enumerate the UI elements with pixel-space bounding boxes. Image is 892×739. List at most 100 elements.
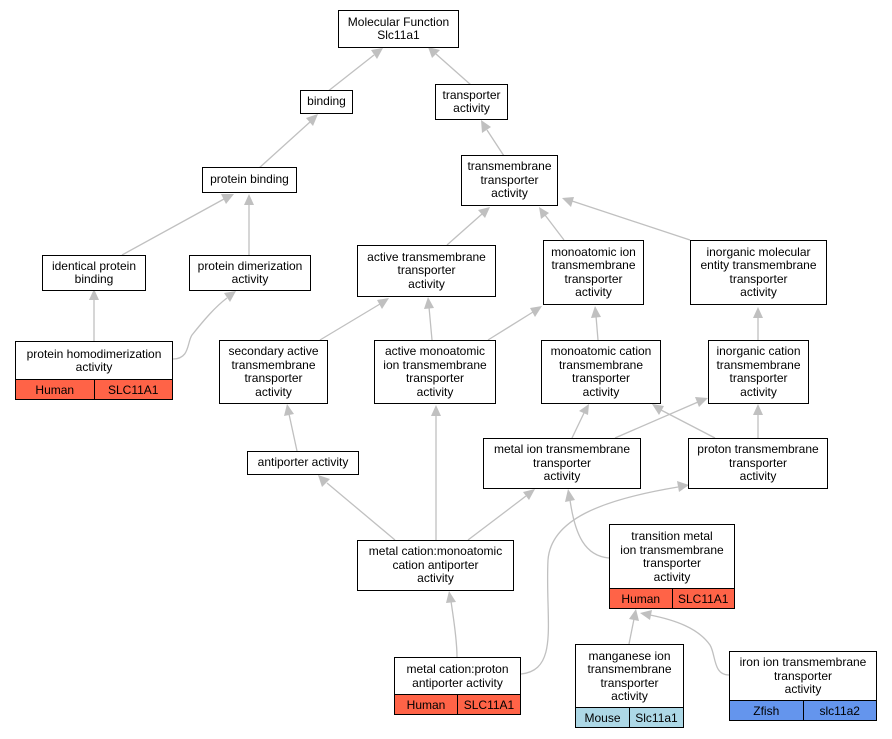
- node-transporter-activity[interactable]: transporter activity: [435, 84, 508, 120]
- edge-mcp-antiporter-to-proton: [520, 486, 679, 675]
- node-label: active monoatomic ion transmembrane tran…: [383, 344, 487, 399]
- edge-active-tm-to-tm-transporter: [446, 213, 483, 246]
- edge-arrowhead: [224, 291, 236, 302]
- edge-arrowhead: [565, 489, 575, 502]
- species-tag: Human: [395, 695, 457, 714]
- edge-proton-to-monoatomic-cation: [660, 409, 716, 439]
- species-tag: Human: [16, 380, 94, 399]
- node-label: manganese ion transmembrane transporter …: [587, 648, 672, 703]
- edge-transition-metal-to-metal-ion: [569, 499, 610, 559]
- gene-tag: SLC11A1: [671, 589, 734, 608]
- species-tag: Zfish: [730, 701, 803, 720]
- edge-arrowhead: [523, 489, 535, 500]
- node-label: protein binding: [210, 172, 289, 187]
- edge-arrowhead: [89, 289, 99, 300]
- edge-protein-binding-to-binding: [257, 121, 311, 170]
- edge-arrowhead: [481, 120, 491, 133]
- edge-arrowhead: [446, 591, 456, 603]
- edge-arrowhead: [695, 397, 708, 407]
- edge-arrowhead: [677, 481, 689, 492]
- edge-arrowhead: [424, 297, 434, 309]
- node-active-monoatomic-ion[interactable]: active monoatomic ion transmembrane tran…: [374, 340, 496, 404]
- node-binding[interactable]: binding: [300, 90, 353, 114]
- node-label: binding: [307, 94, 346, 109]
- edge-arrowhead: [371, 48, 383, 59]
- node-label: Molecular Function Slc11a1: [347, 14, 450, 42]
- node-protein-dimerization[interactable]: protein dimerization activity: [189, 255, 311, 291]
- node-active-transmembrane[interactable]: active transmembrane transporter activit…: [357, 245, 496, 297]
- node-metal-cation-monoatomic-antiporter[interactable]: metal cation:monoatomic cation antiporte…: [357, 540, 514, 591]
- node-label: iron ion transmembrane transporter activ…: [739, 655, 867, 697]
- node-protein-homodimerization[interactable]: protein homodimerization activity Human …: [15, 341, 173, 400]
- annotation-row: Zfish slc11a2: [730, 700, 876, 720]
- edge-antiporter-to-secondary: [288, 413, 298, 452]
- node-inorganic-molecular-entity[interactable]: inorganic molecular entity transmembrane…: [690, 240, 827, 305]
- node-monoatomic-cation[interactable]: monoatomic cation transmembrane transpor…: [541, 340, 661, 404]
- node-monoatomic-ion-transmembrane[interactable]: monoatomic ion transmembrane transporter…: [543, 240, 644, 305]
- edge-arrowhead: [478, 207, 490, 218]
- edge-arrowhead: [629, 609, 639, 621]
- edge-metal-ion-to-inorganic-cation: [614, 401, 699, 439]
- node-transition-metal-ion[interactable]: transition metal ion transmembrane trans…: [609, 524, 735, 609]
- node-label: metal cation:proton antiporter activity: [406, 662, 509, 690]
- edge-arrowhead: [753, 307, 763, 318]
- edge-arrowhead: [539, 207, 549, 219]
- node-antiporter-activity[interactable]: antiporter activity: [247, 451, 359, 475]
- node-proton-transmembrane[interactable]: proton transmembrane transporter activit…: [688, 438, 828, 489]
- edge-tm-transporter-to-transporter: [486, 129, 505, 157]
- edge-manganese-to-transition-metal: [628, 618, 635, 645]
- node-label: proton transmembrane transporter activit…: [697, 442, 819, 484]
- edge-arrowhead: [377, 298, 389, 309]
- node-label: transition metal ion transmembrane trans…: [620, 529, 724, 584]
- edge-monoatomic-cation-to-monoatomic-ion: [595, 315, 599, 341]
- edge-secondary-to-active-tm: [319, 303, 381, 341]
- edge-arrowhead: [652, 404, 664, 415]
- node-label: inorganic molecular entity transmembrane…: [700, 244, 817, 299]
- annotation-row: Human SLC11A1: [610, 588, 734, 608]
- node-label: inorganic cation transmembrane transport…: [716, 344, 801, 399]
- edge-active-monoatomic-to-monoatomic-ion: [487, 311, 534, 341]
- edge-mcm-antiporter-to-metal-ion: [467, 495, 527, 541]
- node-protein-binding[interactable]: protein binding: [202, 167, 297, 193]
- node-metal-cation-proton-antiporter[interactable]: metal cation:proton antiporter activity …: [394, 657, 521, 715]
- edge-arrowhead: [640, 610, 652, 620]
- edge-arrowhead: [579, 404, 589, 415]
- annotation-row: Human SLC11A1: [395, 694, 520, 714]
- gene-tag: SLC11A1: [93, 380, 172, 399]
- edge-identical-to-protein-binding: [121, 198, 225, 256]
- species-tag: Human: [610, 589, 672, 608]
- node-label: identical protein binding: [51, 258, 137, 286]
- node-manganese-ion[interactable]: manganese ion transmembrane transporter …: [575, 644, 684, 728]
- species-tag: Mouse: [576, 708, 629, 727]
- node-label: metal cation:monoatomic cation antiporte…: [368, 544, 503, 586]
- node-inorganic-cation[interactable]: inorganic cation transmembrane transport…: [708, 340, 809, 404]
- node-label: metal ion transmembrane transporter acti…: [493, 442, 631, 484]
- annotation-row: Human SLC11A1: [16, 379, 172, 399]
- edge-arrowhead: [318, 475, 330, 487]
- edge-arrowhead: [428, 47, 440, 58]
- node-molecular-function-root[interactable]: Molecular Function Slc11a1: [338, 10, 459, 48]
- node-label: monoatomic ion transmembrane transporter…: [551, 244, 636, 299]
- edge-active-monoatomic-to-active-tm: [428, 306, 433, 341]
- edge-mcp-antiporter-to-mcm-antiporter: [450, 600, 458, 658]
- node-label: active transmembrane transporter activit…: [367, 249, 486, 291]
- node-transmembrane-transporter[interactable]: transmembrane transporter activity: [461, 155, 558, 206]
- edge-arrowhead: [591, 306, 601, 318]
- edge-arrowhead: [562, 197, 574, 207]
- node-secondary-active-transmembrane[interactable]: secondary active transmembrane transport…: [219, 340, 328, 404]
- edge-arrowhead: [306, 114, 318, 126]
- annotation-row: Mouse Slc11a1: [576, 707, 683, 727]
- node-label: antiporter activity: [257, 455, 349, 470]
- edge-mcm-antiporter-to-antiporter: [326, 482, 396, 541]
- gene-tag: SLC11A1: [457, 695, 520, 714]
- edge-iron-to-transition-metal: [649, 614, 730, 676]
- node-iron-ion[interactable]: iron ion transmembrane transporter activ…: [729, 651, 877, 721]
- node-metal-ion-transmembrane[interactable]: metal ion transmembrane transporter acti…: [483, 438, 641, 489]
- edge-arrowhead: [244, 194, 254, 205]
- node-identical-protein-binding[interactable]: identical protein binding: [42, 255, 146, 291]
- gene-tag: Slc11a1: [629, 708, 683, 727]
- edge-arrowhead: [221, 194, 234, 204]
- edge-homodimerization-to-dimerization: [172, 297, 228, 360]
- gene-tag: slc11a2: [802, 701, 876, 720]
